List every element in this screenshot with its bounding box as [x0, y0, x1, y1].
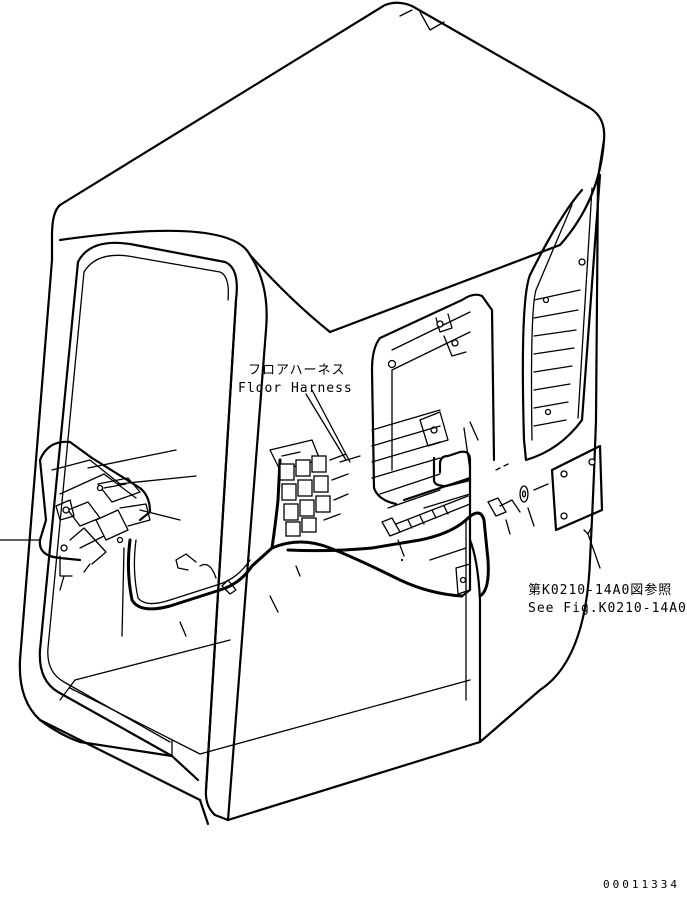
drawing-number: 00011334: [603, 878, 680, 891]
see-fig-jp-label: 第K0210-14A0図参照: [528, 583, 673, 598]
harness-leader-line: [305, 393, 347, 461]
floor-harness-jp-label: フロアハーネス: [248, 363, 346, 378]
cab-shell: [18, 1, 606, 826]
floor-harness: [126, 458, 490, 637]
relay-bank: [269, 389, 361, 537]
right-side-window: [521, 173, 602, 462]
fasteners: [381, 444, 604, 569]
floor-harness-en-label: Floor Harness: [238, 381, 353, 396]
rear-bulkhead: [370, 293, 496, 598]
see-fig-en-label: See Fig.K0210-14A0: [528, 601, 687, 616]
left-console: [0, 440, 197, 637]
